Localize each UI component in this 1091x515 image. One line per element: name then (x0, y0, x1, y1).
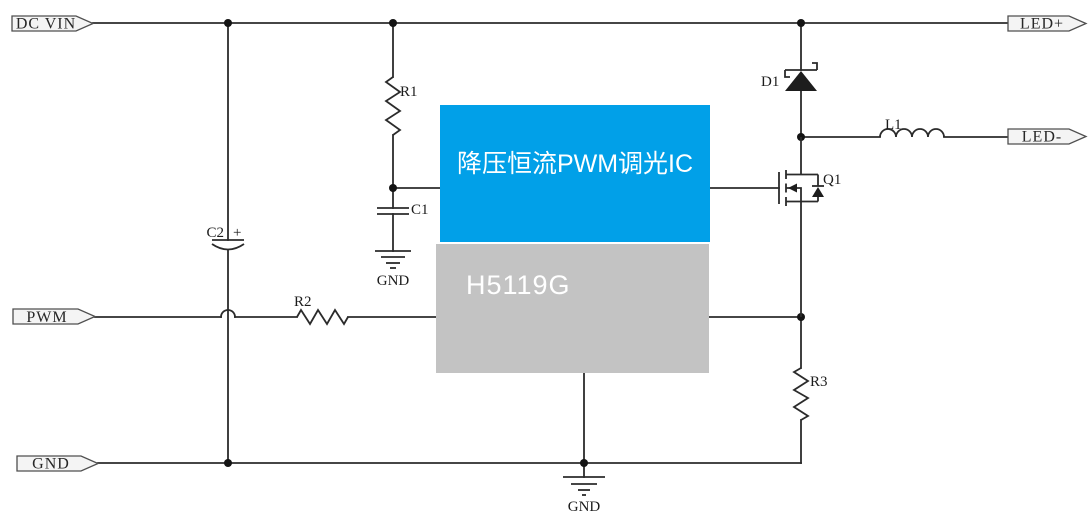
port-tag-led-minus: LED- (1007, 128, 1088, 146)
diode-d1-symbol (784, 62, 818, 91)
ic-function-label: 降压恒流PWM调光IC (456, 149, 694, 178)
inductor-l1-label: L1 (885, 117, 902, 133)
ground-label-ic: GND (568, 499, 601, 515)
capacitor-c2-symbol (211, 239, 245, 251)
ground-symbol-ic (563, 476, 605, 496)
ic-part-box: H5119G (436, 244, 709, 373)
resistor-r1-label: R1 (400, 84, 418, 100)
capacitor-c1-symbol (377, 207, 409, 215)
capacitor-c2-polarity: + (233, 225, 241, 241)
port-tag-gnd: GND (16, 455, 100, 473)
diode-d1-label: D1 (761, 74, 779, 90)
wire-pwm-line (94, 309, 437, 318)
port-tag-pwm: PWM (12, 308, 97, 326)
port-tag-led-plus: LED+ (1007, 15, 1088, 33)
capacitor-c2-label: C2 (206, 225, 224, 241)
resistor-r2-symbol (296, 308, 349, 326)
resistor-r3-label: R3 (810, 374, 828, 390)
ground-symbol-c1 (375, 250, 411, 269)
port-label-gnd: GND (32, 456, 70, 473)
resistor-r2-label: R2 (294, 294, 312, 310)
inductor-l1-symbol (879, 128, 945, 138)
junction-dots (224, 19, 805, 467)
resistor-r1-symbol (384, 76, 402, 136)
port-label-dc-vin: DC VIN (16, 16, 76, 33)
port-label-led-minus: LED- (1022, 129, 1062, 146)
ic-function-box: 降压恒流PWM调光IC (440, 105, 710, 242)
mosfet-q1-symbol (778, 137, 824, 317)
ground-label-c1: GND (377, 273, 410, 289)
resistor-r3-symbol (792, 367, 810, 421)
port-tag-dc-vin: DC VIN (11, 15, 95, 33)
mosfet-q1-label: Q1 (823, 172, 841, 188)
capacitor-c1-label: C1 (411, 202, 429, 218)
ic-part-number: H5119G (466, 270, 571, 300)
wire-r1-branch (392, 22, 441, 189)
port-label-pwm: PWM (26, 309, 67, 326)
port-label-led-plus: LED+ (1020, 16, 1064, 33)
